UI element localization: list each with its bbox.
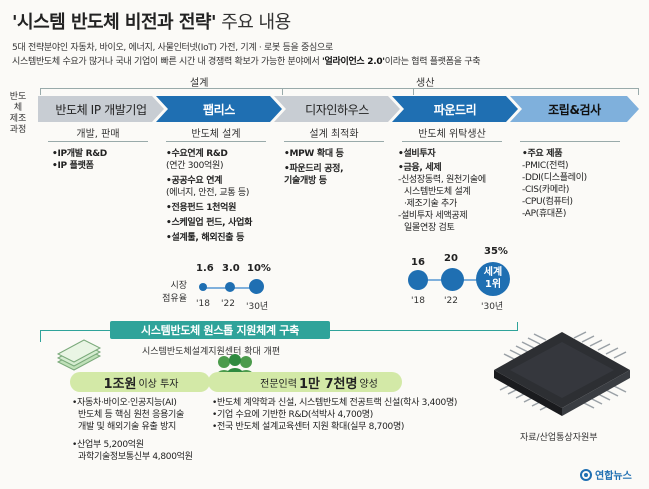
support-bracket-left xyxy=(40,330,41,342)
stage-assembly: 조립&검사 xyxy=(510,96,639,122)
foundry-share-2030: 35% xyxy=(484,246,508,257)
share-dot xyxy=(225,282,235,292)
foundry-share-2018: 16 xyxy=(411,257,425,268)
share-dot xyxy=(408,270,428,290)
divider xyxy=(284,141,384,142)
stage-ip: 반도체 IP 개발기업 xyxy=(38,96,164,122)
role-foundry: 반도체 위탁생산 xyxy=(418,129,486,140)
divider xyxy=(166,141,266,142)
fabless-share-2030: 10% xyxy=(247,263,271,274)
world-first-badge: 세계 1위 xyxy=(476,262,510,296)
divider xyxy=(520,141,620,142)
year-label: '22 xyxy=(444,296,458,306)
ip-list: •IP개발 R&D •IP 플랫폼 xyxy=(52,149,107,171)
stage-foundry: 파운드리 xyxy=(392,96,518,122)
designhouse-list: •MPW 확대 등 •파운드리 공정, 기술개방 등 xyxy=(284,149,344,186)
phase-design: 설계 xyxy=(190,78,209,89)
money-icon xyxy=(56,339,102,371)
year-label: '30년 xyxy=(481,302,504,312)
share-label: 시장 점유율 xyxy=(162,281,187,304)
stage-designhouse: 디자인하우스 xyxy=(274,96,400,122)
talent-pill: 전문인력 1만 7천명 양성 xyxy=(208,372,402,392)
share-dot xyxy=(441,268,464,291)
process-label: 반도체 제조 과정 xyxy=(9,92,27,135)
talent-list: •반도체 계약학과 신설, 시스템반도체 전공트랙 신설(학사 3,400명) … xyxy=(212,398,458,432)
yonhap-logo: 연합뉴스 xyxy=(580,467,632,482)
chip-illustration xyxy=(494,331,630,416)
fabless-share-2022: 3.0 xyxy=(222,263,240,274)
support-bracket-right xyxy=(517,322,518,331)
year-label: '30년 xyxy=(246,302,269,312)
fabless-share-2018: 1.6 xyxy=(196,263,214,274)
stage-fabless: 팹리스 xyxy=(156,96,282,122)
source-credit: 자료/산업통상자원부 xyxy=(520,433,598,443)
divider xyxy=(48,141,148,142)
role-ip: 개발, 판매 xyxy=(76,129,120,140)
support-subtitle: 시스템반도체설계지원센터 확대 개편 xyxy=(142,347,281,357)
subtitle-line-1: 5대 전략분야인 자동차, 바이오, 에너지, 사물인터넷(IoT) 가전, 기… xyxy=(12,43,333,53)
foundry-list: •설비투자 •금융, 세제 -신성장동력, 원천기술에 시스템반도체 설계 ·제… xyxy=(398,149,486,233)
year-label: '22 xyxy=(221,299,235,309)
page-title: '시스템 반도체 비전과 전략' 주요 내용 xyxy=(12,12,291,33)
assembly-list: •주요 제품 -PMIC(전력) -DDI(디스플레이) -CIS(카메라) -… xyxy=(522,149,587,219)
role-fabless: 반도체 설계 xyxy=(191,129,241,140)
year-label: '18 xyxy=(196,299,210,309)
yonhap-logo-icon xyxy=(580,468,592,481)
phase-design-bracket xyxy=(40,88,414,95)
role-designhouse: 설계 최적화 xyxy=(309,129,359,140)
investment-list: •자동차·바이오·인공지능(AI) 반도체 등 핵심 원천 응용기술 개발 및 … xyxy=(72,398,193,462)
subtitle-line-2: 시스템반도체 수요가 많거나 국내 기업이 빠른 시간 내 경쟁력 확보가 가능… xyxy=(12,57,481,67)
year-label: '18 xyxy=(411,296,425,306)
support-banner: 시스템반도체 원스톱 지원체계 구축 xyxy=(110,321,330,339)
share-dot xyxy=(249,279,264,294)
foundry-share-2022: 20 xyxy=(444,253,458,264)
investment-pill: 1조원 이상 투자 xyxy=(70,372,210,392)
fabless-list: •수요연계 R&D (연간 300억원) •공공수요 연계 (에너지, 안전, … xyxy=(166,149,253,243)
phase-production: 생산 xyxy=(416,78,435,89)
phase-production-bracket xyxy=(282,88,639,95)
share-dot xyxy=(199,283,207,291)
divider xyxy=(402,141,502,142)
